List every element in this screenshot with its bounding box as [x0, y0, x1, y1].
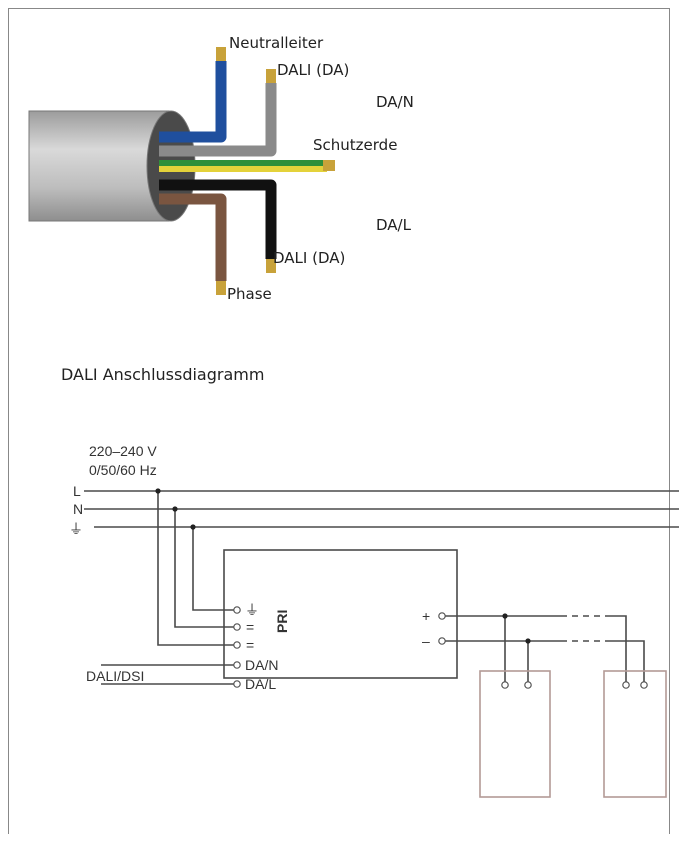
load1-box [479, 670, 551, 798]
wire-dali-black-tip [266, 259, 276, 273]
terminals [233, 606, 648, 689]
junction-minus [525, 638, 531, 644]
wire-dali-grey [159, 83, 277, 157]
load1-terminal-plus [501, 681, 509, 689]
junction-L [155, 488, 161, 494]
output-plus-to-load2 [605, 615, 627, 685]
load2-terminal-minus [640, 681, 648, 689]
earth-symbol: ⏚ [69, 521, 83, 537]
earth-label: Schutzerde [313, 136, 398, 154]
junction-PE [190, 524, 196, 530]
wire-dali-black [159, 179, 277, 259]
line-N-label: N [73, 501, 83, 517]
phase-label: Phase [227, 285, 272, 303]
load2-terminal-plus [622, 681, 630, 689]
drop-PE [192, 527, 237, 611]
wire-dali-grey-tip [266, 69, 276, 83]
wire-neutral [159, 61, 227, 143]
terminal-dan-label: DA/N [245, 657, 278, 673]
pri-module-box [223, 549, 458, 679]
load2-box [603, 670, 667, 798]
junctions [155, 488, 531, 644]
page-frame: 220–240 V 0/50/60 Hz L N ⏚ ⏚ = = DA/N DA… [8, 8, 679, 834]
voltage-label: 220–240 V [89, 443, 157, 459]
cable-illustration: 220–240 V 0/50/60 Hz L N ⏚ ⏚ = = DA/N DA… [28, 47, 679, 798]
terminal-dal-label: DA/L [245, 676, 276, 692]
terminal-dan [233, 661, 241, 669]
terminal-n [233, 623, 241, 631]
dali-bottom-label: DALI (DA) [273, 249, 346, 267]
drop-N [174, 509, 237, 628]
neutral-label: Neutralleiter [229, 34, 324, 52]
terminal-plus [438, 612, 446, 620]
terminal-minus [438, 637, 446, 645]
drop-L [157, 491, 237, 646]
pri-label: PRI [274, 610, 290, 633]
plus-label: + [422, 608, 430, 624]
dali-dsi-label: DALI/DSI [86, 668, 144, 684]
terminal-earth-label: ⏚ [245, 602, 259, 618]
terminal-l [233, 641, 241, 649]
wire-neutral-tip [216, 47, 226, 61]
frequency-label: 0/50/60 Hz [89, 462, 157, 478]
wire-earth-tip [323, 160, 335, 171]
junction-plus [502, 613, 508, 619]
terminal-eq1-label: = [246, 619, 254, 635]
wire-phase-tip [216, 281, 226, 295]
junction-N [172, 506, 178, 512]
terminal-pe [233, 606, 241, 614]
minus-label: – [422, 633, 430, 649]
output-minus-to-load2 [605, 640, 645, 685]
diagram-subtitle: DALI Anschlussdiagramm [61, 365, 265, 384]
load1-terminal-minus [524, 681, 532, 689]
wiring-diagram [84, 490, 679, 798]
terminal-eq2-label: = [246, 637, 254, 653]
wire-phase [159, 193, 227, 281]
da-n-label: DA/N [376, 93, 414, 111]
da-l-label: DA/L [376, 216, 411, 234]
line-L-label: L [73, 483, 81, 499]
dali-top-label: DALI (DA) [277, 61, 350, 79]
terminal-dal [233, 680, 241, 688]
